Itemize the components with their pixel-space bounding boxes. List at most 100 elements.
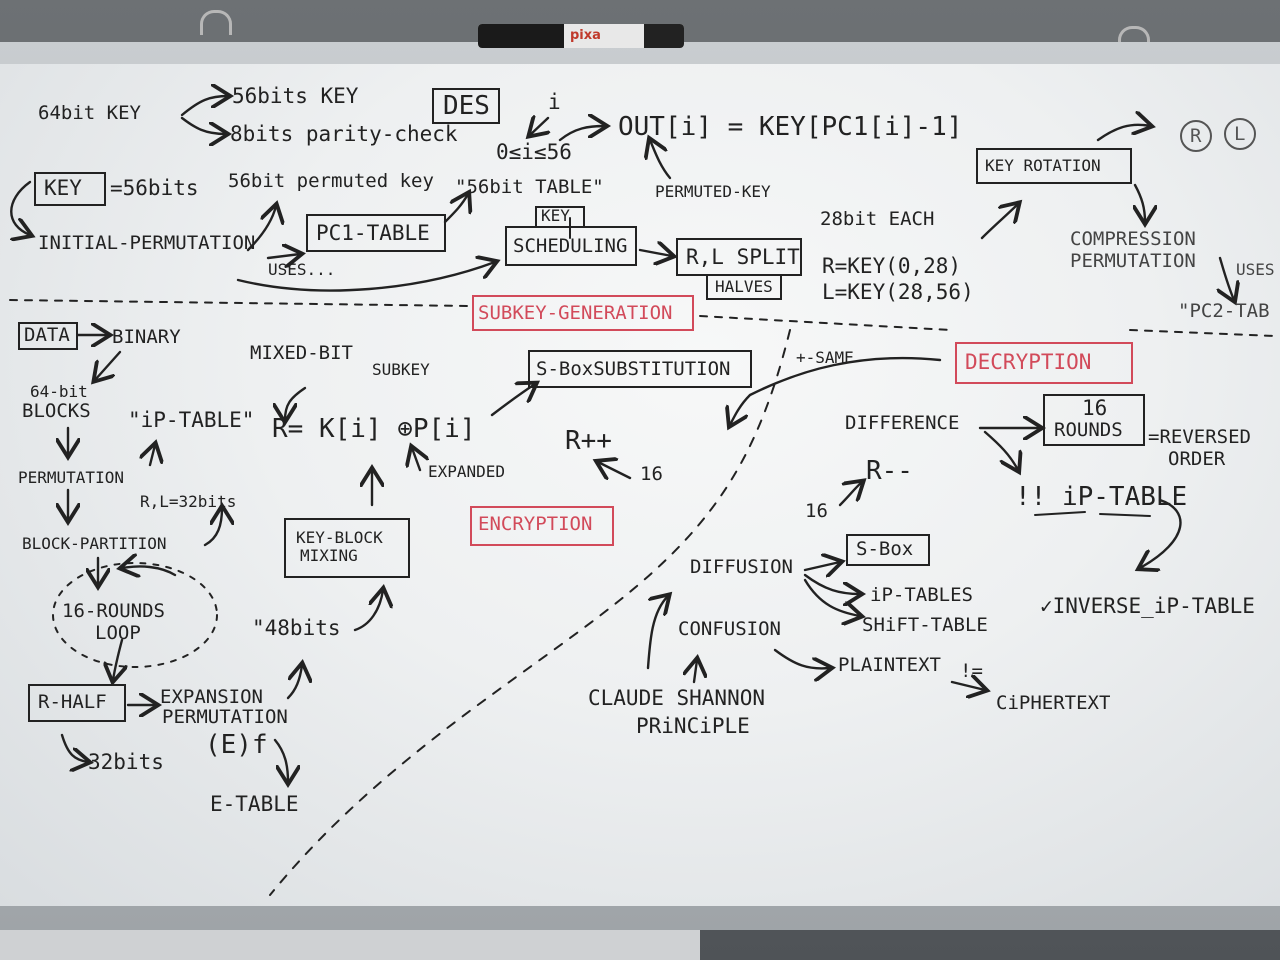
rl-split-box xyxy=(676,238,802,276)
des-title: DES xyxy=(443,91,490,121)
halves-label: HALVES xyxy=(715,277,773,296)
compression-label: COMPRESSION xyxy=(1070,228,1196,250)
rl-split-label: R,L SPLIT xyxy=(686,245,800,269)
key-scheduling-box xyxy=(505,226,637,266)
rounds-loop-label: 16-ROUNDS xyxy=(62,600,165,622)
sbox-label: S-Box xyxy=(856,538,914,560)
marker-cap xyxy=(478,24,564,48)
marker-tail xyxy=(644,24,684,48)
pc2-table-label: "PC2-TAB xyxy=(1178,300,1270,322)
key-box xyxy=(34,172,106,206)
e-function-label: (E)f xyxy=(205,730,268,760)
key-tab-box xyxy=(535,206,585,226)
expanded-label: EXPANDED xyxy=(428,462,506,481)
plaintext-label: PLAINTEXT xyxy=(838,654,941,676)
expansion-label: EXPANSION xyxy=(160,686,263,708)
sbox-substitution-label: S-BoxSUBSTITUTION xyxy=(536,358,731,380)
encryption-label: ENCRYPTION xyxy=(478,513,593,535)
reversed-label: =REVERSED xyxy=(1148,426,1251,448)
des-box xyxy=(432,88,500,124)
subkey-generation-box xyxy=(472,295,694,331)
blocks-label: BLOCKS xyxy=(22,400,91,422)
permutation-step-label: PERMUTATION xyxy=(18,468,124,487)
r-decrement-label: R-- xyxy=(866,456,913,486)
not-equal-label: != xyxy=(960,660,983,682)
key-56bits-label: 56bits KEY xyxy=(232,84,359,108)
rounds16-count: 16 xyxy=(1082,396,1108,420)
sbox-box xyxy=(846,534,930,566)
decryption-label: DECRYPTION xyxy=(965,350,1092,374)
ciphertext-label: CiPHERTEXT xyxy=(996,692,1111,714)
key-scheduling-label: SCHEDULING xyxy=(513,235,628,257)
key-block-label: KEY-BLOCK xyxy=(296,528,383,547)
mixed-bit-label: MIXED-BIT xyxy=(250,342,353,364)
sbox-substitution-box xyxy=(528,350,752,388)
difference-label: DIFFERENCE xyxy=(845,412,960,434)
permuted-key-56-label: 56bit permuted key xyxy=(228,170,434,192)
table-56bit-label: "56bit TABLE" xyxy=(455,176,604,198)
pc1-table-box xyxy=(306,214,446,252)
ip-table-label: "iP-TABLE" xyxy=(128,408,255,432)
e-table-label: E-TABLE xyxy=(210,792,299,816)
decryption-box xyxy=(955,342,1133,384)
rounds16-box xyxy=(1043,394,1145,446)
uses-pc2-label: USES xyxy=(1236,260,1275,279)
uses-label: USES... xyxy=(268,260,336,279)
r-half-box xyxy=(28,684,126,722)
inverse-ip-table-label: ✓INVERSE_iP-TABLE xyxy=(1040,594,1255,618)
l-key-range: L=KEY(28,56) xyxy=(822,280,974,304)
expansion-permutation-label: PERMUTATION xyxy=(162,706,288,728)
decryption-round-count: 16 xyxy=(805,500,828,522)
out-formula: OUT[i] = KEY[PC1[i]-1] xyxy=(618,112,963,142)
confusion-label: CONFUSION xyxy=(678,618,781,640)
bits32-label: 32bits xyxy=(88,750,164,774)
permuted-key-label: PERMUTED-KEY xyxy=(655,182,771,201)
diffusion-label: DIFFUSION xyxy=(690,556,793,578)
key-56bits-eq: =56bits xyxy=(110,176,199,200)
encryption-round-count: 16 xyxy=(640,463,663,485)
not-ip-table-label: !! iP-TABLE xyxy=(1015,482,1188,512)
blocks-64bit-label: 64-bit xyxy=(30,382,88,401)
halves-box xyxy=(706,276,782,300)
rotate-right-icon xyxy=(1180,120,1212,152)
loop-label: LOOP xyxy=(95,622,141,644)
index-range-label: 0≤i≤56 xyxy=(496,140,572,164)
rotate-left-icon xyxy=(1224,118,1256,150)
r-key-range: R=KEY(0,28) xyxy=(822,254,962,278)
subkey-generation-label: SUBKEY-GENERATION xyxy=(478,302,673,324)
scheduling-key-label: KEY xyxy=(541,206,570,225)
block-partition-label: BLOCK-PARTITION xyxy=(22,534,167,553)
board-hook-left xyxy=(200,10,232,35)
same-label: +-SAME xyxy=(796,348,854,367)
rl-32bits-label: R,L=32bits xyxy=(140,492,237,511)
encryption-box xyxy=(470,506,614,546)
data-label: DATA xyxy=(24,324,70,346)
mixing-label: MIXING xyxy=(300,546,358,565)
initial-permutation-label: INITIAL-PERMUTATION xyxy=(38,232,256,254)
rotate-left-letter: L xyxy=(1234,123,1246,145)
xor-formula: R= K[i] ⊕P[i] xyxy=(272,414,476,444)
marker-pen: pixa xyxy=(478,24,684,48)
binary-label: BINARY xyxy=(112,326,181,348)
subkey-label: SUBKEY xyxy=(372,360,430,379)
principle-label: PRiNCiPLE xyxy=(636,714,750,738)
r-increment-label: R++ xyxy=(565,426,612,456)
key-64bit-label: 64bit KEY xyxy=(38,102,141,124)
rotate-right-letter: R xyxy=(1190,125,1202,147)
floor-strip xyxy=(0,930,700,960)
marker-brand-label: pixa xyxy=(570,28,601,43)
key-rotation-box xyxy=(976,148,1132,184)
pc1-table-label: PC1-TABLE xyxy=(316,221,430,245)
parity-check-label: 8bits parity-check xyxy=(230,122,458,146)
board-hook-right xyxy=(1118,26,1150,51)
order-label: ORDER xyxy=(1168,448,1226,470)
data-box xyxy=(18,322,78,350)
index-i-label: i xyxy=(548,90,561,114)
permutation-label: PERMUTATION xyxy=(1070,250,1196,272)
rounds16-label: ROUNDS xyxy=(1054,419,1123,441)
r-half-label: R-HALF xyxy=(38,691,107,713)
bits48-label: "48bits xyxy=(252,616,341,640)
shift-table-label: SHiFT-TABLE xyxy=(862,614,988,636)
key-rotation-label: KEY ROTATION xyxy=(985,156,1101,175)
key-block-mixing-box xyxy=(284,518,410,578)
